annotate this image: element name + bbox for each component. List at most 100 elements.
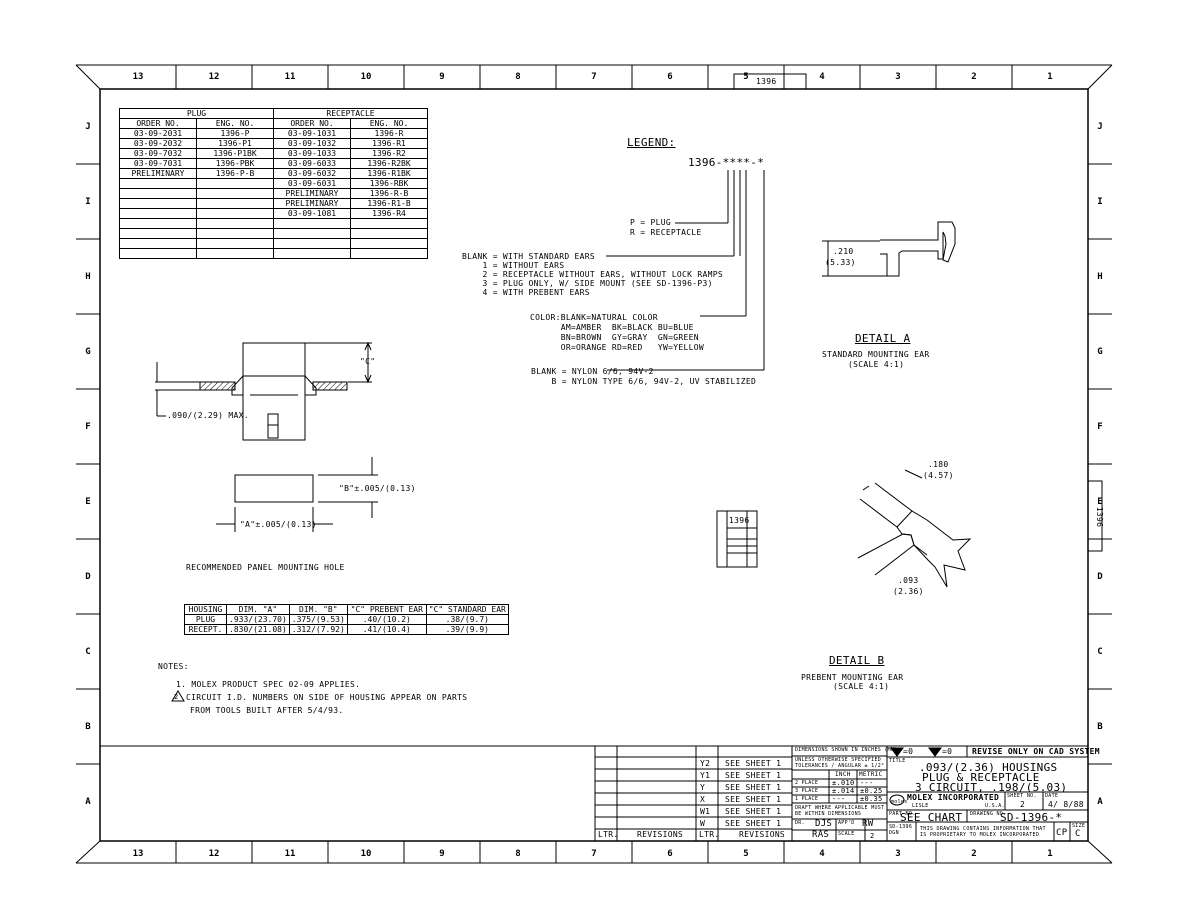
revision-letter: W: [700, 819, 706, 828]
dim-cell: .38/(9.7): [425, 614, 509, 625]
tolerance-cell: ±.010: [832, 779, 855, 787]
tolerance-cell: 3 PLACE: [795, 788, 819, 794]
size-label: SIZE: [1072, 823, 1086, 829]
dim-a-label: "A"±.005/(0.13): [240, 520, 317, 529]
panel-hole-caption: RECOMMENDED PANEL MOUNTING HOLE: [186, 563, 345, 572]
dim-cell: PLUG: [184, 614, 227, 625]
revision-text: SEE SHEET 1: [725, 759, 782, 768]
legend-code: 1396-****-*: [688, 156, 765, 169]
table-cell: [119, 198, 197, 209]
panel-hole-view: [216, 457, 378, 532]
title-line-2: PLUG & RECEPTACLE: [922, 771, 1040, 784]
table-cell: 1396-R1BK: [350, 168, 428, 179]
detail-a-title: DETAIL A: [855, 332, 911, 345]
cad-b: =0: [942, 747, 953, 756]
sheet-frame: [75, 64, 1113, 864]
rev-ltr-label-2: LTR.: [699, 830, 720, 839]
file-name: SD-1396 DGN: [889, 824, 913, 836]
column-zone-label: 8: [515, 849, 521, 859]
column-zone-label: 8: [515, 72, 521, 82]
company-name: MOLEX INCORPORATED: [907, 793, 1000, 802]
table-row: [119, 248, 428, 259]
company-city: LISLE: [912, 803, 929, 809]
company-state: U.S.A.: [985, 803, 1005, 809]
row-zone-label: G: [85, 347, 91, 357]
detail-b-subtitle: PREBENT MOUNTING EAR: [801, 673, 904, 682]
row-zone-label: F: [1097, 422, 1103, 432]
legend-leaders: [606, 170, 765, 371]
column-zone-label: 1: [1047, 72, 1053, 82]
table-cell: 1396-R: [350, 128, 428, 139]
col-header: ORDER NO.: [119, 118, 197, 129]
table-cell: [273, 238, 351, 249]
detail-b-mark: 1396: [729, 516, 750, 525]
dim-c-label: "C": [360, 357, 376, 366]
row-zone-label: D: [1097, 572, 1103, 582]
table-cell: 1396-P: [196, 128, 274, 139]
revision-text: SEE SHEET 1: [725, 807, 782, 816]
table-cell: 1396-P1BK: [196, 148, 274, 159]
table-cell: 03-09-7031: [119, 158, 197, 169]
table-cell: [196, 228, 274, 239]
table-cell: [119, 228, 197, 239]
appd-label: APP'D: [838, 820, 855, 826]
draft-note: DRAFT WHERE APPLICABLE MUST BE WITHIN DI…: [795, 805, 885, 817]
dim-header: DIM. "B": [288, 604, 348, 615]
table-cell: [350, 218, 428, 229]
column-zone-label: 11: [284, 72, 296, 82]
tol-header-metric: METRIC: [859, 771, 883, 778]
row-zone-label: J: [1097, 122, 1103, 132]
column-zone-label: 3: [895, 72, 901, 82]
row-zone-label: B: [1097, 722, 1103, 732]
cad-a: =0: [903, 747, 914, 756]
legend-color-3: OR=ORANGE RD=RED YW=YELLOW: [530, 343, 704, 352]
note-flag-number: 2: [174, 693, 179, 701]
size-value: C: [1075, 829, 1081, 839]
revision-letter: Y: [700, 783, 706, 792]
detail-a-dim-top: .210: [833, 247, 854, 256]
table-cell: 03-09-7032: [119, 148, 197, 159]
table-cell: [196, 248, 274, 259]
rev-revisions-label-2: REVISIONS: [739, 830, 786, 839]
table-cell: 03-09-6033: [273, 158, 351, 169]
molex-logo: molex: [891, 799, 908, 805]
tol-note: UNLESS OTHERWISE SPECIFIED TOLERANCES / …: [795, 757, 885, 769]
legend-ear-0: BLANK = WITH STANDARD EARS: [462, 252, 596, 261]
tolerance-cell: ±.014: [832, 787, 855, 795]
table-cell: [196, 198, 274, 209]
table-cell: [273, 218, 351, 229]
scale-value: 2: [870, 832, 875, 840]
column-zone-label: 12: [208, 849, 220, 859]
table-cell: 1396-R2: [350, 148, 428, 159]
column-zone-label: 5: [743, 849, 749, 859]
top-label: 1396: [756, 77, 777, 86]
table-cell: 03-09-6031: [273, 178, 351, 189]
side-label: 1396: [1095, 506, 1105, 528]
revision-letter: Y1: [700, 771, 711, 780]
table-cell: [119, 218, 197, 229]
row-zone-label: D: [85, 572, 91, 582]
dim-cell: .41/(10.4): [346, 624, 427, 635]
revision-flag-icon: [171, 690, 185, 702]
table-cell: 1396-PBK: [196, 158, 274, 169]
row-zone-label: E: [85, 497, 91, 507]
drawing-number: SD-1396-*: [1000, 811, 1063, 824]
thickness-label: .090/(2.29) MAX.: [167, 411, 249, 420]
tolerance-cell: 1 PLACE: [795, 796, 819, 802]
legend-color-1: AM=AMBER BK=BLACK BU=BLUE: [530, 323, 694, 332]
ecn-code: CP: [1056, 828, 1068, 838]
row-zone-label: H: [85, 272, 91, 282]
table-cell: 1396-P1: [196, 138, 274, 149]
column-zone-label: 13: [132, 849, 144, 859]
table-cell: 03-09-1081: [273, 208, 351, 219]
table-cell: 03-09-2031: [119, 128, 197, 139]
legend-material-0: BLANK = NYLON 6/6, 94V-2: [531, 367, 654, 376]
column-zone-label: 10: [360, 849, 372, 859]
table-cell: 03-09-1031: [273, 128, 351, 139]
table-cell: [196, 238, 274, 249]
notes-title: NOTES:: [158, 662, 189, 671]
